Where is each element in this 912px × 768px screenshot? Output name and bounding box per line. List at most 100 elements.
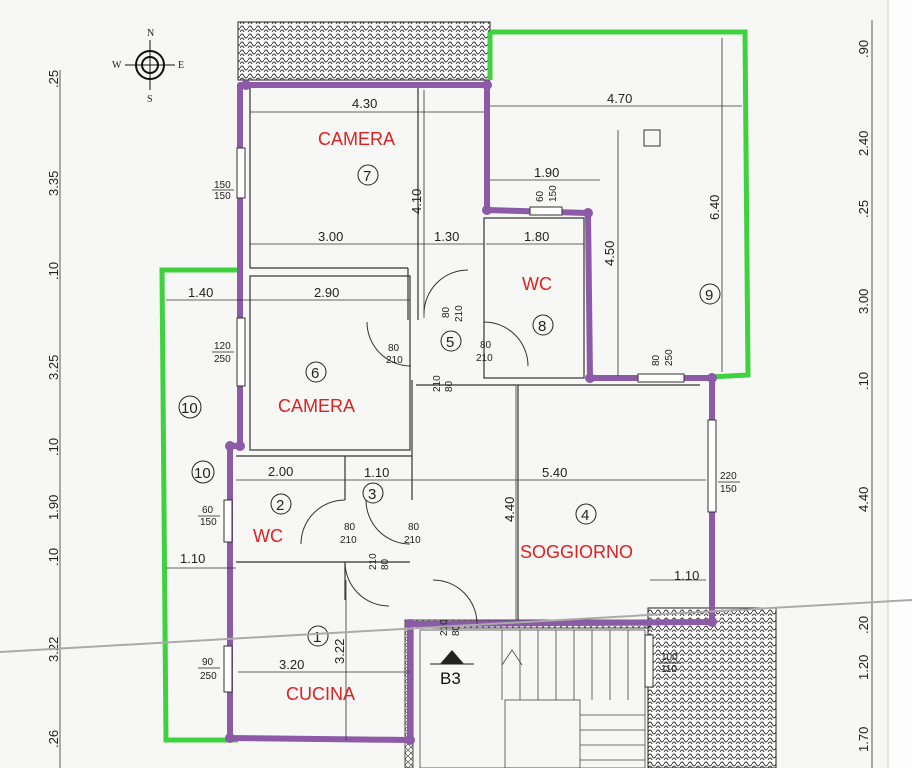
door-label: 80 [388,343,400,354]
left-dim: 3.25 [46,355,61,380]
dim-label: 4.30 [352,96,377,111]
door-label: 80 [451,624,462,636]
room-number: 3 [368,486,376,503]
doors [300,269,529,625]
window-label: 250 [664,349,675,366]
door-label: 80 [408,522,420,533]
door-label: 210 [386,355,403,366]
balcony-top-hatch [237,21,491,81]
window-label: 60 [202,505,214,516]
window-label: 250 [200,671,217,682]
door-label: 210 [340,535,357,546]
door-labels: 210 80 80 210 80 210 80 210 80 210 210 8… [340,305,493,636]
compass-s: S [147,94,153,105]
window-label: 150 [200,517,217,528]
window-label: 120 [214,341,231,352]
room-number: 6 [311,365,319,382]
dim-label: 3.22 [332,639,347,664]
room-labels: 7 CAMERA 6 CAMERA 8 WC 2 WC 4 SOGGIORNO … [178,129,721,704]
balcony-bottom-hatch [647,607,777,768]
room-name: WC [522,274,552,294]
right-dim: .90 [856,40,871,58]
room-name: WC [253,526,283,546]
door-label: 80 [480,340,492,351]
window-label: 150 [548,185,559,202]
left-dim: .25 [46,70,61,88]
left-dim: 1.90 [46,495,61,520]
dim-label: 2.00 [268,464,293,479]
room-number: 1 [313,629,321,646]
window-label: 90 [202,657,214,668]
room-name: CUCINA [286,684,355,704]
door-label: 80 [344,522,356,533]
dim-label: 6.40 [707,195,722,220]
page-edge [888,0,912,768]
window-label: 80 [651,354,662,366]
section-marker-b3: B3 [430,650,474,688]
door-label: 80 [444,380,455,392]
window-labels: 150 150 120 250 60 150 90 250 220 150 10… [198,180,740,682]
right-dim: 3.00 [856,289,871,314]
room-name: CAMERA [318,129,395,149]
room-number: 10 [181,400,198,417]
room-number: 10 [194,465,211,482]
staircase [419,629,646,768]
compass-w: W [112,60,122,71]
dim-label: 1.10 [180,551,205,566]
room-number: 7 [363,168,371,185]
dim-label: 1.10 [674,568,699,583]
dim-label: 4.10 [409,189,424,214]
right-dim: 2.40 [856,131,871,156]
dim-label: 1.40 [188,285,213,300]
door-label: 80 [380,558,391,570]
room-name: SOGGIORNO [520,542,633,562]
window-label: 250 [214,354,231,365]
left-margin-dims: .25 3.35 .10 3.25 .10 1.90 .10 3.22 .26 [46,70,61,748]
dim-label: 1.30 [434,229,459,244]
dim-label: 1.80 [524,229,549,244]
door-label: 210 [476,353,493,364]
right-dim: 1.70 [856,727,871,752]
dim-label: 1.10 [364,465,389,480]
left-dim: .10 [46,438,61,456]
door-label: 210 [454,305,465,322]
room-number: 9 [705,287,713,304]
left-dim: .26 [46,730,61,748]
dim-label: 3.20 [279,657,304,672]
window-label: 150 [720,484,737,495]
door-label: 210 [368,553,379,570]
window-label: 60 [535,190,546,202]
right-dim: .10 [856,372,871,390]
dimension-texts: 4.30 4.70 4.10 6.40 1.90 3.00 1.30 1.80 … [180,91,722,672]
dim-label: 3.00 [318,229,343,244]
dimension-lines [59,20,873,768]
dim-label: 4.70 [607,91,632,106]
dim-label: 2.90 [314,285,339,300]
dim-label: 1.90 [534,165,559,180]
room-number: 8 [538,318,546,335]
windows [223,147,717,693]
right-dim: 4.40 [856,487,871,512]
scan-fold-line [0,599,912,653]
right-margin-dims: .90 2.40 .25 3.00 .10 4.40 .20 1.20 1.70 [856,40,871,752]
door-label: 210 [432,375,443,392]
room-number: 2 [276,497,284,514]
right-dim: .25 [856,200,871,218]
dim-label: 4.40 [502,497,517,522]
window-label: 100 [661,652,678,663]
compass-e: E [178,60,184,71]
door-label: 210 [404,535,421,546]
compass-n: N [147,28,154,39]
dim-label: 5.40 [542,465,567,480]
window-label: 150 [214,180,231,191]
dim-label: 4.50 [602,241,617,266]
terrace-outline-green [159,29,751,743]
window-label: 110 [661,664,677,675]
room-number: 4 [581,507,589,524]
compass-rose: N S E W [112,28,184,105]
right-dim: .20 [856,616,871,634]
window-label: 220 [720,471,737,482]
room-number: 5 [446,334,454,351]
